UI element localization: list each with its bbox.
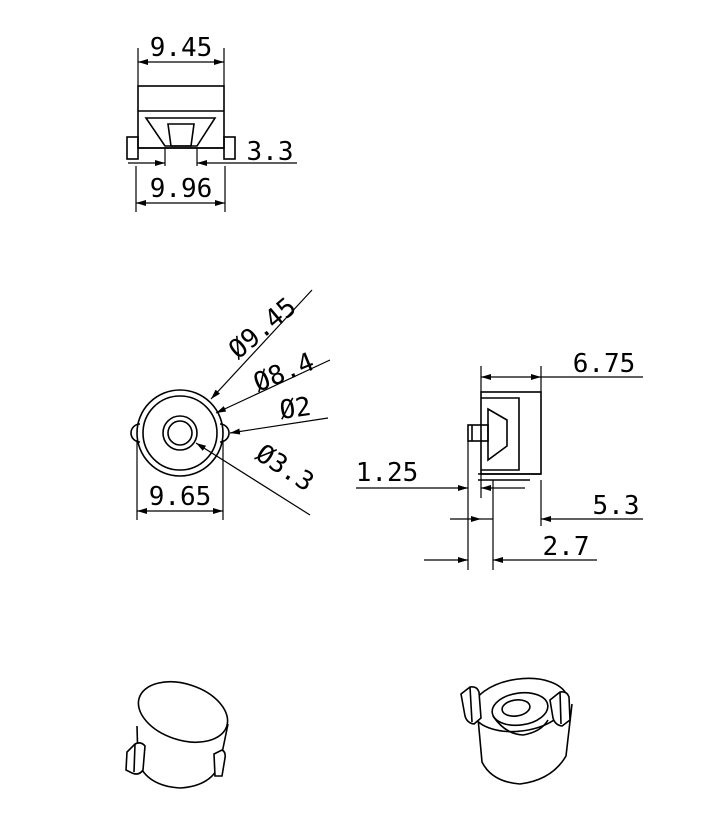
dim-offset-label: 1.25	[356, 458, 419, 488]
dim-hole-label: 3.3	[247, 137, 294, 167]
side-view: 6.75 1.25 5.3 2.7	[356, 349, 643, 570]
dim-width-label: 9.65	[149, 482, 212, 512]
dim-dia-hole-label: Ø3.3	[250, 439, 319, 498]
front-view: Ø9.45 Ø8.4 Ø2 Ø3.3 9.65	[130, 289, 331, 520]
isometric-view-front	[460, 677, 573, 785]
dim-step-label: 2.7	[543, 532, 590, 562]
dim-length-label: 6.75	[573, 349, 636, 379]
top-view: 9.45 3.3 9.96	[126, 33, 297, 212]
isometric-view-back	[125, 681, 229, 789]
dim-width-top-label: 9.45	[150, 33, 213, 63]
dim-dia-small-label: Ø2	[278, 392, 313, 426]
dim-width-bottom-label: 9.96	[150, 174, 213, 204]
dim-depth-label: 5.3	[593, 491, 640, 521]
dim-dia-inner-label: Ø8.4	[249, 347, 318, 398]
